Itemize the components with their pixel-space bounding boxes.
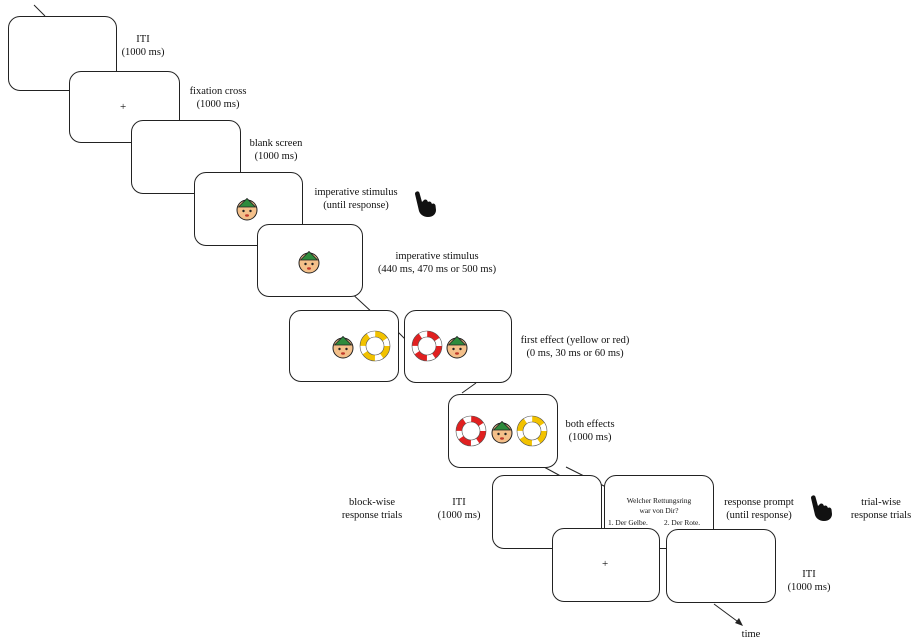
green-hat-face-icon: [491, 420, 513, 444]
first-effect-label: first effect (yellow or red) (0 ms, 30 m…: [510, 334, 640, 360]
blank-label-duration: (1000 ms): [254, 151, 298, 162]
fixation-label-title: fixation cross: [189, 86, 247, 97]
both-effects-screen: [448, 394, 558, 468]
first-effect-label-duration: (0 ms, 30 ms or 60 ms): [526, 348, 624, 359]
prompt-option-yellow: 1. Der Gelbe.: [608, 518, 648, 527]
time-arrow-head: [735, 618, 743, 626]
red-life-ring-icon: [455, 415, 487, 447]
green-hat-face-icon: [332, 335, 354, 359]
response-prompt-label-title: response prompt: [724, 497, 794, 508]
first-effect-red-screen: [404, 310, 512, 383]
imperative-label-1-title: imperative stimulus: [314, 187, 398, 198]
connector-line: [461, 382, 477, 394]
block-wise-label: block-wise response trials: [332, 496, 412, 522]
time-axis-label: time: [741, 629, 761, 640]
both-effects-label-title: both effects: [565, 419, 615, 430]
block-wise-label-sub: response trials: [341, 510, 403, 521]
prompt-question-line1: Welcher Rettungsring: [626, 496, 692, 505]
trial-wise-label-title: trial-wise: [861, 497, 901, 508]
final-iti-screen: [666, 529, 776, 603]
green-hat-face-icon: [236, 197, 258, 221]
imperative-label-1: imperative stimulus (until response): [304, 186, 408, 212]
both-effects-label-duration: (1000 ms): [568, 432, 612, 443]
trial-wise-label: trial-wise response trials: [842, 496, 920, 522]
green-hat-face-icon: [446, 335, 468, 359]
block-wise-iti-title: ITI: [452, 497, 466, 508]
prompt-option-red: 2. Der Rote.: [664, 518, 701, 527]
iti-label: ITI (1000 ms): [113, 33, 173, 59]
response-prompt-label: response prompt (until response): [715, 496, 803, 522]
iti-label-duration: (1000 ms): [121, 47, 165, 58]
pointing-hand-icon: [811, 495, 832, 521]
imperative-label-1-duration: (until response): [323, 200, 389, 211]
prompt-question-line2: war von Dir?: [639, 505, 679, 515]
time-arrow: [713, 603, 742, 625]
final-fixation-screen: +: [552, 528, 660, 602]
imperative-label-2: imperative stimulus (440 ms, 470 ms or 5…: [360, 250, 514, 276]
final-iti-label-title: ITI: [802, 569, 816, 580]
blank-label: blank screen (1000 ms): [239, 137, 313, 163]
fixation-label: fixation cross (1000 ms): [178, 85, 258, 111]
response-prompt-label-duration: (until response): [726, 510, 792, 521]
block-wise-iti-label: ITI (1000 ms): [428, 496, 490, 522]
pointing-hand-icon: [415, 191, 436, 217]
prompt-question: Welcher Rettungsring war von Dir?: [605, 496, 713, 515]
green-hat-face-icon: [298, 250, 320, 274]
trial-wise-label-sub: response trials: [850, 510, 912, 521]
final-fixation-cross: +: [602, 558, 609, 570]
final-iti-label-duration: (1000 ms): [787, 582, 831, 593]
both-effects-label: both effects (1000 ms): [554, 418, 626, 444]
first-effect-label-title: first effect (yellow or red): [520, 335, 630, 346]
iti-label-title: ITI: [136, 34, 150, 45]
final-iti-label: ITI (1000 ms): [776, 568, 842, 594]
imperative-label-2-title: imperative stimulus: [395, 251, 479, 262]
imperative-screen-2: [257, 224, 363, 297]
block-wise-label-title: block-wise: [348, 497, 396, 508]
fixation-cross: +: [120, 101, 127, 113]
blank-label-title: blank screen: [249, 138, 303, 149]
fixation-label-duration: (1000 ms): [196, 99, 240, 110]
timeline-lead-in: [33, 4, 46, 17]
yellow-life-ring-icon: [516, 415, 548, 447]
yellow-life-ring-icon: [359, 330, 391, 362]
imperative-label-2-duration: (440 ms, 470 ms or 500 ms): [377, 264, 497, 275]
first-effect-yellow-screen: [289, 310, 399, 382]
red-life-ring-icon: [411, 330, 443, 362]
block-wise-iti-duration: (1000 ms): [437, 510, 481, 521]
